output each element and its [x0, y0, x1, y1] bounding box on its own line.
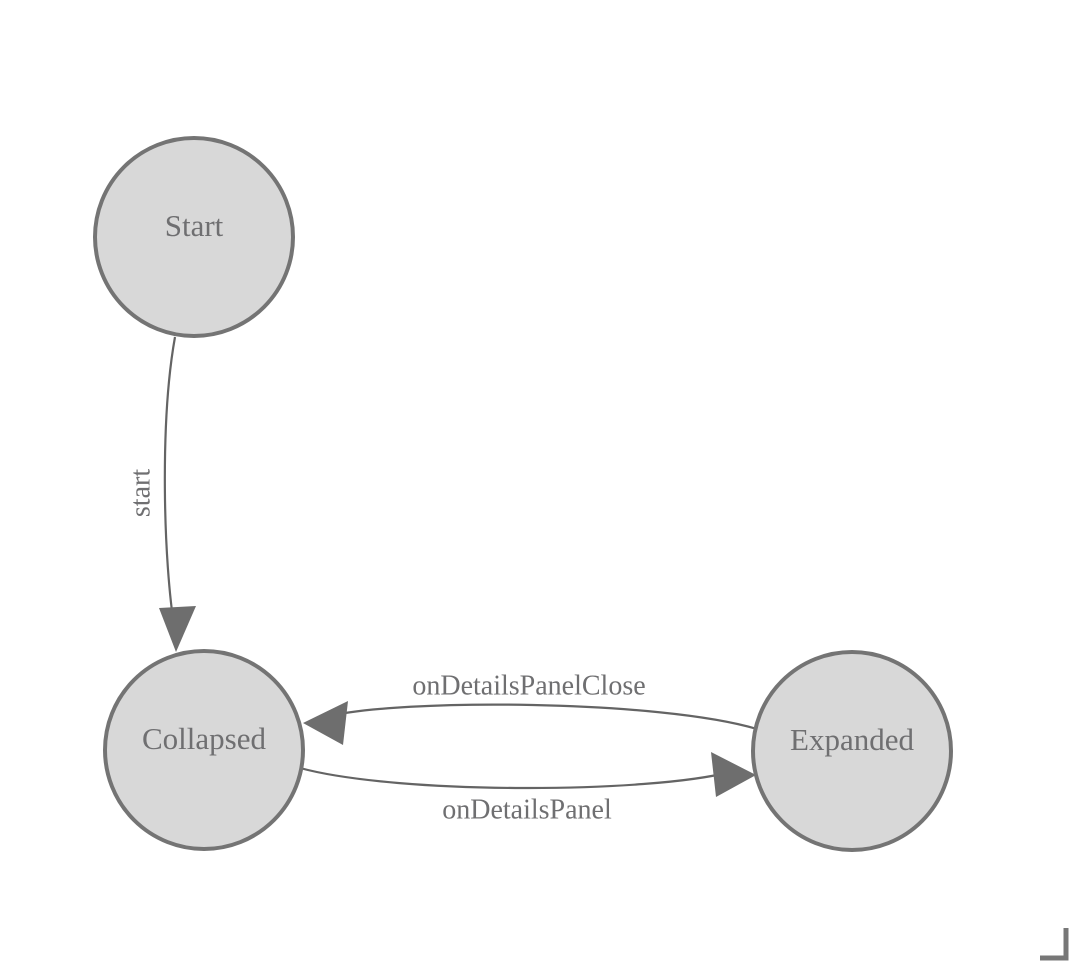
edge-expanded-to-collapsed-path [324, 703, 758, 731]
node-start[interactable]: Start [93, 136, 295, 338]
node-expanded[interactable]: Expanded [751, 650, 953, 852]
edge-collapsed-to-expanded[interactable]: onDetailsPanel [299, 752, 756, 825]
node-expanded-label: Expanded [790, 722, 914, 757]
edge-start-to-collapsed-label: start [125, 469, 156, 517]
edge-collapsed-to-expanded-label: onDetailsPanel [442, 794, 612, 825]
edge-start-to-collapsed-path [163, 336, 177, 633]
viewport-corner-marker [1040, 928, 1069, 961]
edge-start-to-collapsed-arrowhead [159, 606, 196, 652]
node-collapsed[interactable]: Collapsed [103, 649, 305, 851]
node-collapsed-label: Collapsed [142, 721, 266, 756]
edge-expanded-to-collapsed[interactable]: onDetailsPanelClose [303, 670, 758, 745]
edge-collapsed-to-expanded-arrowhead [711, 752, 756, 797]
edge-collapsed-to-expanded-path [299, 766, 731, 790]
edge-expanded-to-collapsed-arrowhead [303, 701, 348, 745]
node-expanded-circle [751, 650, 953, 852]
edge-start-to-collapsed[interactable]: start [125, 336, 196, 652]
edge-expanded-to-collapsed-label: onDetailsPanelClose [412, 670, 645, 701]
node-collapsed-circle [103, 649, 305, 851]
node-start-label: Start [165, 208, 224, 243]
node-start-circle [93, 136, 295, 338]
